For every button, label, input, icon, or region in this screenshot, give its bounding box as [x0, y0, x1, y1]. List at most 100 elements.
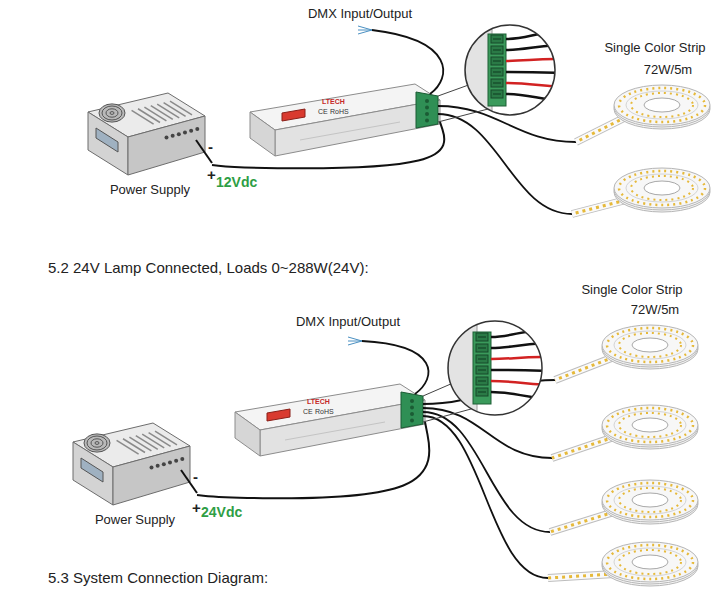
- screw-slot: [493, 61, 501, 62]
- led-strip-reel: [555, 325, 698, 380]
- power-supply: Power Supply: [88, 90, 212, 200]
- zoom-terminal: [473, 332, 491, 404]
- ctrl-end: [235, 412, 260, 456]
- voltage-label: 12Vdc: [216, 174, 257, 191]
- reel-hole: [632, 493, 668, 507]
- reel-layer: [602, 542, 698, 582]
- zoom-screw: [491, 35, 503, 43]
- controller-box: LTECHCERoHS: [250, 84, 440, 156]
- screw-slot: [478, 370, 486, 371]
- reel-leds: [631, 93, 693, 117]
- terminal-screw: [171, 134, 175, 138]
- reel-leds: [619, 488, 681, 512]
- reel-layer: [614, 168, 710, 208]
- zoom-screw: [491, 68, 503, 76]
- reel-leds: [619, 333, 681, 357]
- terminal-screw: [189, 129, 193, 133]
- zoom-screw: [491, 79, 503, 87]
- output-wire: [438, 114, 572, 214]
- ctrl-front: [260, 400, 425, 456]
- reel-ring: [614, 411, 686, 439]
- zoom-screw: [476, 377, 488, 385]
- power-rating: 72W/5m: [631, 302, 679, 318]
- fan-ring: [99, 104, 125, 122]
- terminal-screw: [425, 99, 429, 103]
- reel-leds: [619, 171, 705, 205]
- zoom-outline: [448, 321, 542, 415]
- zoom-wire: [506, 94, 560, 101]
- zoom-wire: [506, 72, 560, 73]
- zoom-screw: [476, 355, 488, 363]
- fan-ring: [91, 439, 103, 447]
- power-supply-art: [88, 93, 212, 175]
- power-supply: Power Supply: [73, 420, 197, 530]
- reel-ring: [614, 486, 686, 514]
- output-wire: [423, 408, 552, 458]
- ps-side: [128, 116, 205, 175]
- cert-mark: RoHS: [330, 108, 349, 116]
- terminal-screw: [183, 130, 187, 134]
- screw-slot: [478, 359, 486, 360]
- zoom-wire: [491, 392, 547, 399]
- dmx-cable: [362, 341, 428, 394]
- reel-leds: [619, 88, 705, 122]
- strip-label: Single Color Strip: [604, 40, 705, 56]
- reel-layer: [602, 405, 698, 445]
- polarity-mark: -: [193, 468, 198, 486]
- strip-tail: [548, 574, 614, 578]
- controller-art: [250, 84, 440, 156]
- controller-art: [235, 384, 425, 456]
- fan-ring: [95, 442, 99, 445]
- screw-slot: [478, 392, 486, 393]
- strip-tail: [555, 357, 614, 380]
- ctrl-groove: [285, 422, 385, 440]
- screw-slot: [493, 39, 501, 40]
- signal-label: DMX Input/Output: [308, 6, 412, 22]
- zoom-callout: [423, 321, 547, 422]
- controller-box: LTECHCERoHS: [235, 384, 425, 456]
- terminal-screw: [168, 460, 172, 464]
- dmx-cable-end: [348, 341, 362, 345]
- ctrl-front: [275, 100, 440, 156]
- zoom-outline: [465, 25, 555, 115]
- led-strip-reel: [552, 405, 698, 458]
- terminal-block: [416, 92, 438, 128]
- terminal-screw: [425, 106, 429, 110]
- fan-ring: [87, 436, 107, 450]
- strip-leds: [550, 512, 614, 532]
- vent-slit: [170, 101, 192, 115]
- dip-switch: [282, 109, 305, 121]
- strip-leds: [572, 200, 626, 214]
- terminal-screw: [177, 132, 181, 136]
- device-label: Power Supply: [110, 182, 190, 198]
- polarity-mark: -: [208, 138, 213, 156]
- led-strip-reel: [550, 480, 698, 532]
- terminal-screw: [165, 136, 169, 140]
- section-heading: 5.2 24V Lamp Connected, Loads 0~288W(24V…: [48, 259, 369, 277]
- terminal-screw: [195, 127, 199, 131]
- strip-tail-edge: [555, 357, 614, 380]
- leader-line: [423, 384, 451, 396]
- zoom-screw: [491, 46, 503, 54]
- screw-slot: [493, 72, 501, 73]
- fan-ring: [106, 109, 118, 117]
- cert-mark: CE: [318, 108, 328, 116]
- reel-ring: [626, 174, 698, 202]
- signal-label: DMX Input/Output: [296, 314, 400, 330]
- terminal-screw: [410, 406, 414, 410]
- screw-slot: [493, 50, 501, 51]
- screw-slot: [493, 94, 501, 95]
- reel-hole: [644, 98, 680, 112]
- strip-tail: [576, 117, 626, 142]
- zoom-ground: [448, 321, 542, 415]
- reel-hole: [632, 338, 668, 352]
- cert-mark: RoHS: [315, 408, 334, 416]
- power-cable: [197, 422, 429, 498]
- terminal-screw: [425, 119, 429, 123]
- vent-slit: [155, 431, 177, 445]
- reel-layer: [614, 85, 710, 125]
- leader-line: [438, 109, 488, 122]
- voltage-label: 24Vdc: [201, 504, 242, 521]
